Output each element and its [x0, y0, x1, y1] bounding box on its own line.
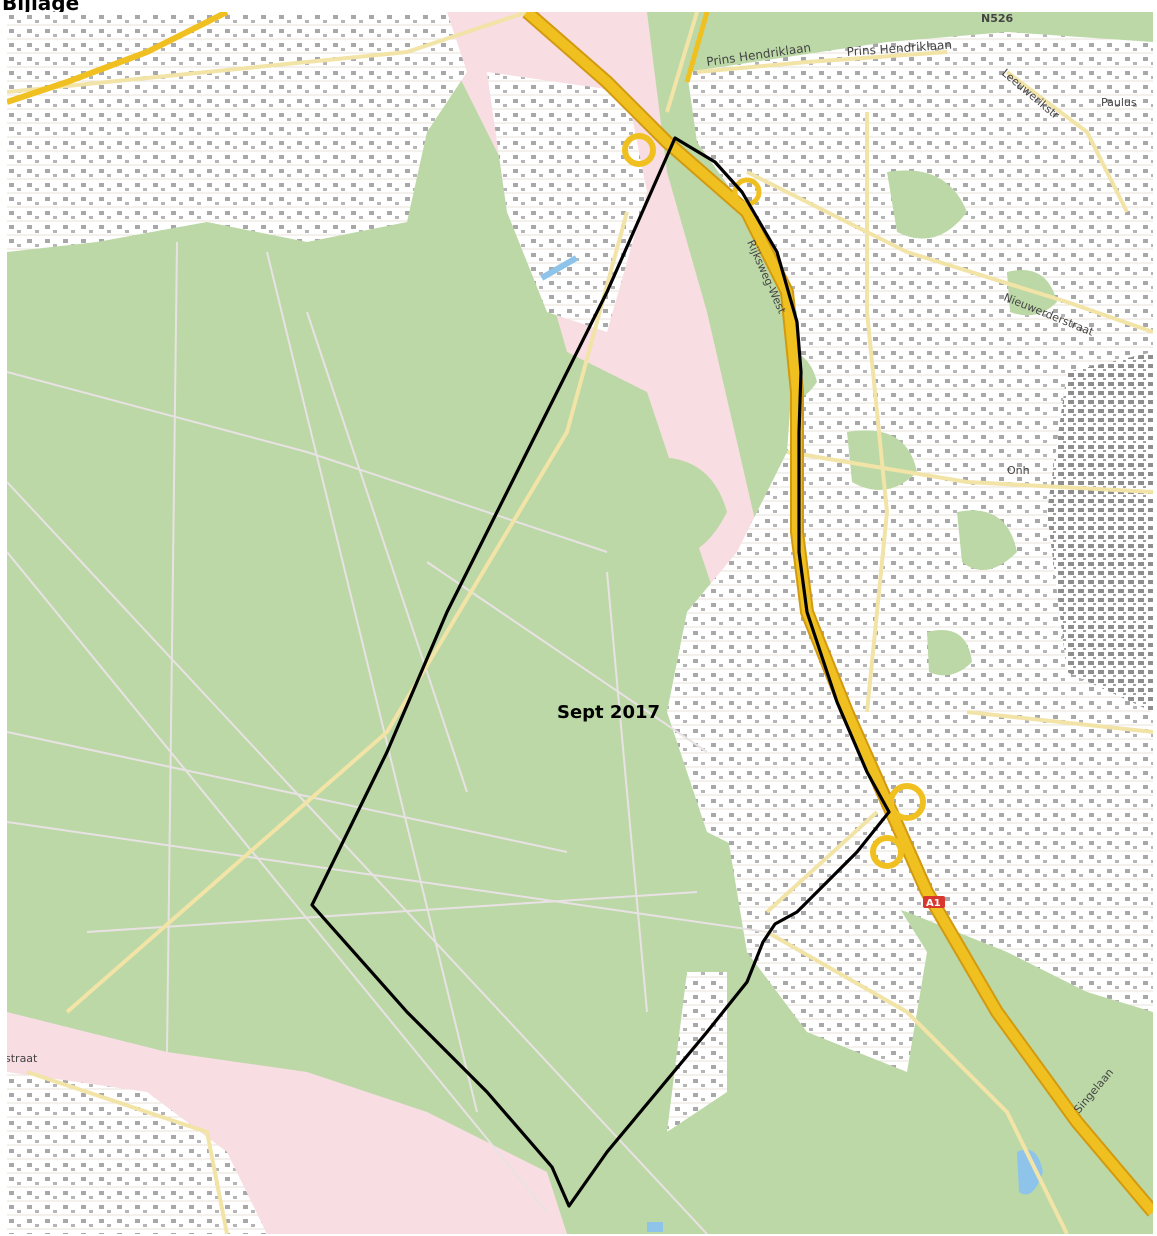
project-boundary: [310, 136, 891, 1208]
minor-roads: [7, 12, 1153, 1234]
page-title: Bijlage: [2, 0, 80, 15]
water: [540, 255, 1043, 1232]
road-label-paulus: Paulus: [1101, 96, 1137, 109]
map-annotation: Sept 2017: [557, 702, 660, 723]
paths: [7, 241, 768, 1234]
road-label-straat: straat: [7, 1052, 38, 1065]
a1-label: A1: [926, 898, 941, 909]
road-label-onh: Onh: [1007, 464, 1030, 477]
road-label-n526: N526: [981, 12, 1014, 25]
map-view[interactable]: N526 Prins Hendriklaan Prins Hendriklaan…: [7, 12, 1153, 1234]
a1-shield: A1: [923, 896, 945, 909]
